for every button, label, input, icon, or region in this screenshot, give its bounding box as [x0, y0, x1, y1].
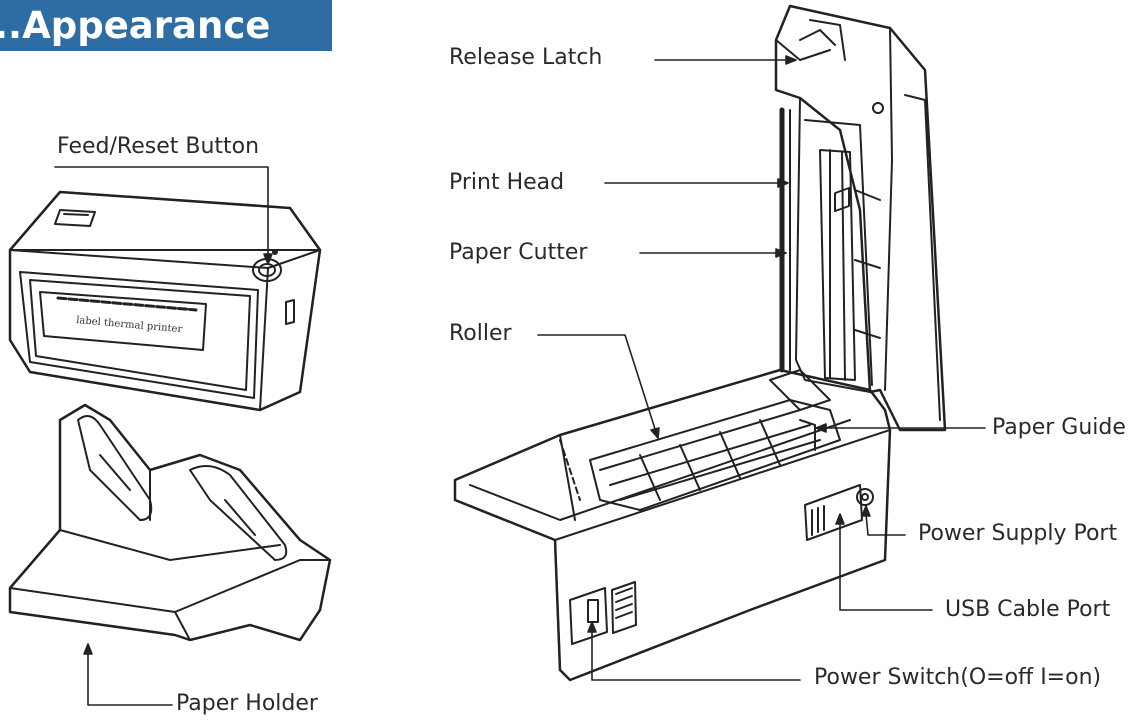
label-release-latch: Release Latch [449, 45, 603, 70]
label-roller: Roller [449, 321, 512, 346]
label-paper-cutter: Paper Cutter [449, 240, 588, 265]
label-print-head: Print Head [449, 170, 565, 195]
label-paper-guide: Paper Guide [992, 415, 1126, 440]
label-paper-holder: Paper Holder [176, 691, 318, 716]
printer-face-text: label thermal printer [76, 315, 183, 335]
paper-holder-drawing [8, 403, 332, 642]
closed-printer: label thermal printer [8, 190, 322, 412]
page-title: ..Appearance [0, 0, 332, 51]
label-power-supply-port: Power Supply Port [918, 521, 1118, 546]
label-power-switch: Power Switch(O=off I=on) [814, 665, 1102, 690]
leader-lines [54, 55, 986, 706]
open-printer [453, 4, 947, 682]
label-feed-reset-button: Feed/Reset Button [57, 134, 260, 159]
label-usb-cable-port: USB Cable Port [945, 597, 1111, 622]
page-title-text: ..Appearance [0, 4, 271, 47]
